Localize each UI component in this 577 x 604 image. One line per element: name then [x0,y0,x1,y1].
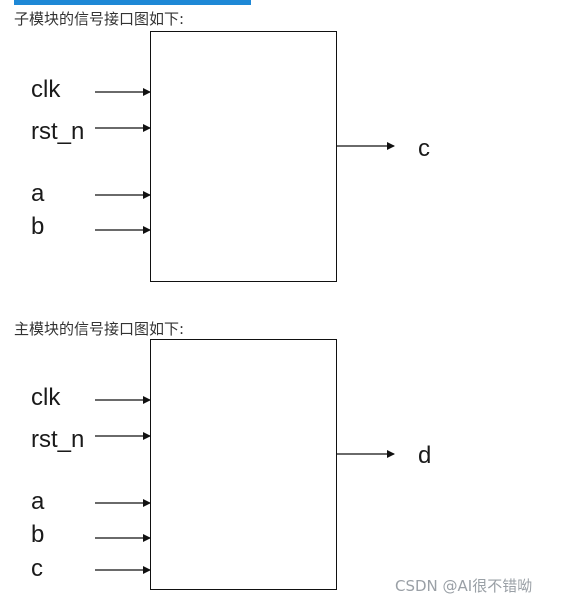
main-input-rst_n-label: rst_n [31,426,85,453]
main-input-c-label: c [31,555,43,582]
main-output-d-label: d [418,442,432,469]
sub-input-rst_n-label: rst_n [31,118,85,145]
sub-input-a-label: a [31,180,45,207]
header-accent-bar [14,0,251,5]
sub-input-b-label: b [31,213,45,240]
main-input-clk-label: clk [31,384,61,411]
sub-output-c-label: c [418,135,430,162]
main-input-b-label: b [31,521,45,548]
sub-input-clk-label: clk [31,76,61,103]
watermark: CSDN @AI很不错呦 [395,577,533,595]
submodule-heading: 子模块的信号接口图如下: [14,10,185,28]
mainmodule-block [150,339,337,590]
main-input-a-label: a [31,488,45,515]
submodule-block [150,31,337,282]
mainmodule-heading: 主模块的信号接口图如下: [14,320,185,338]
